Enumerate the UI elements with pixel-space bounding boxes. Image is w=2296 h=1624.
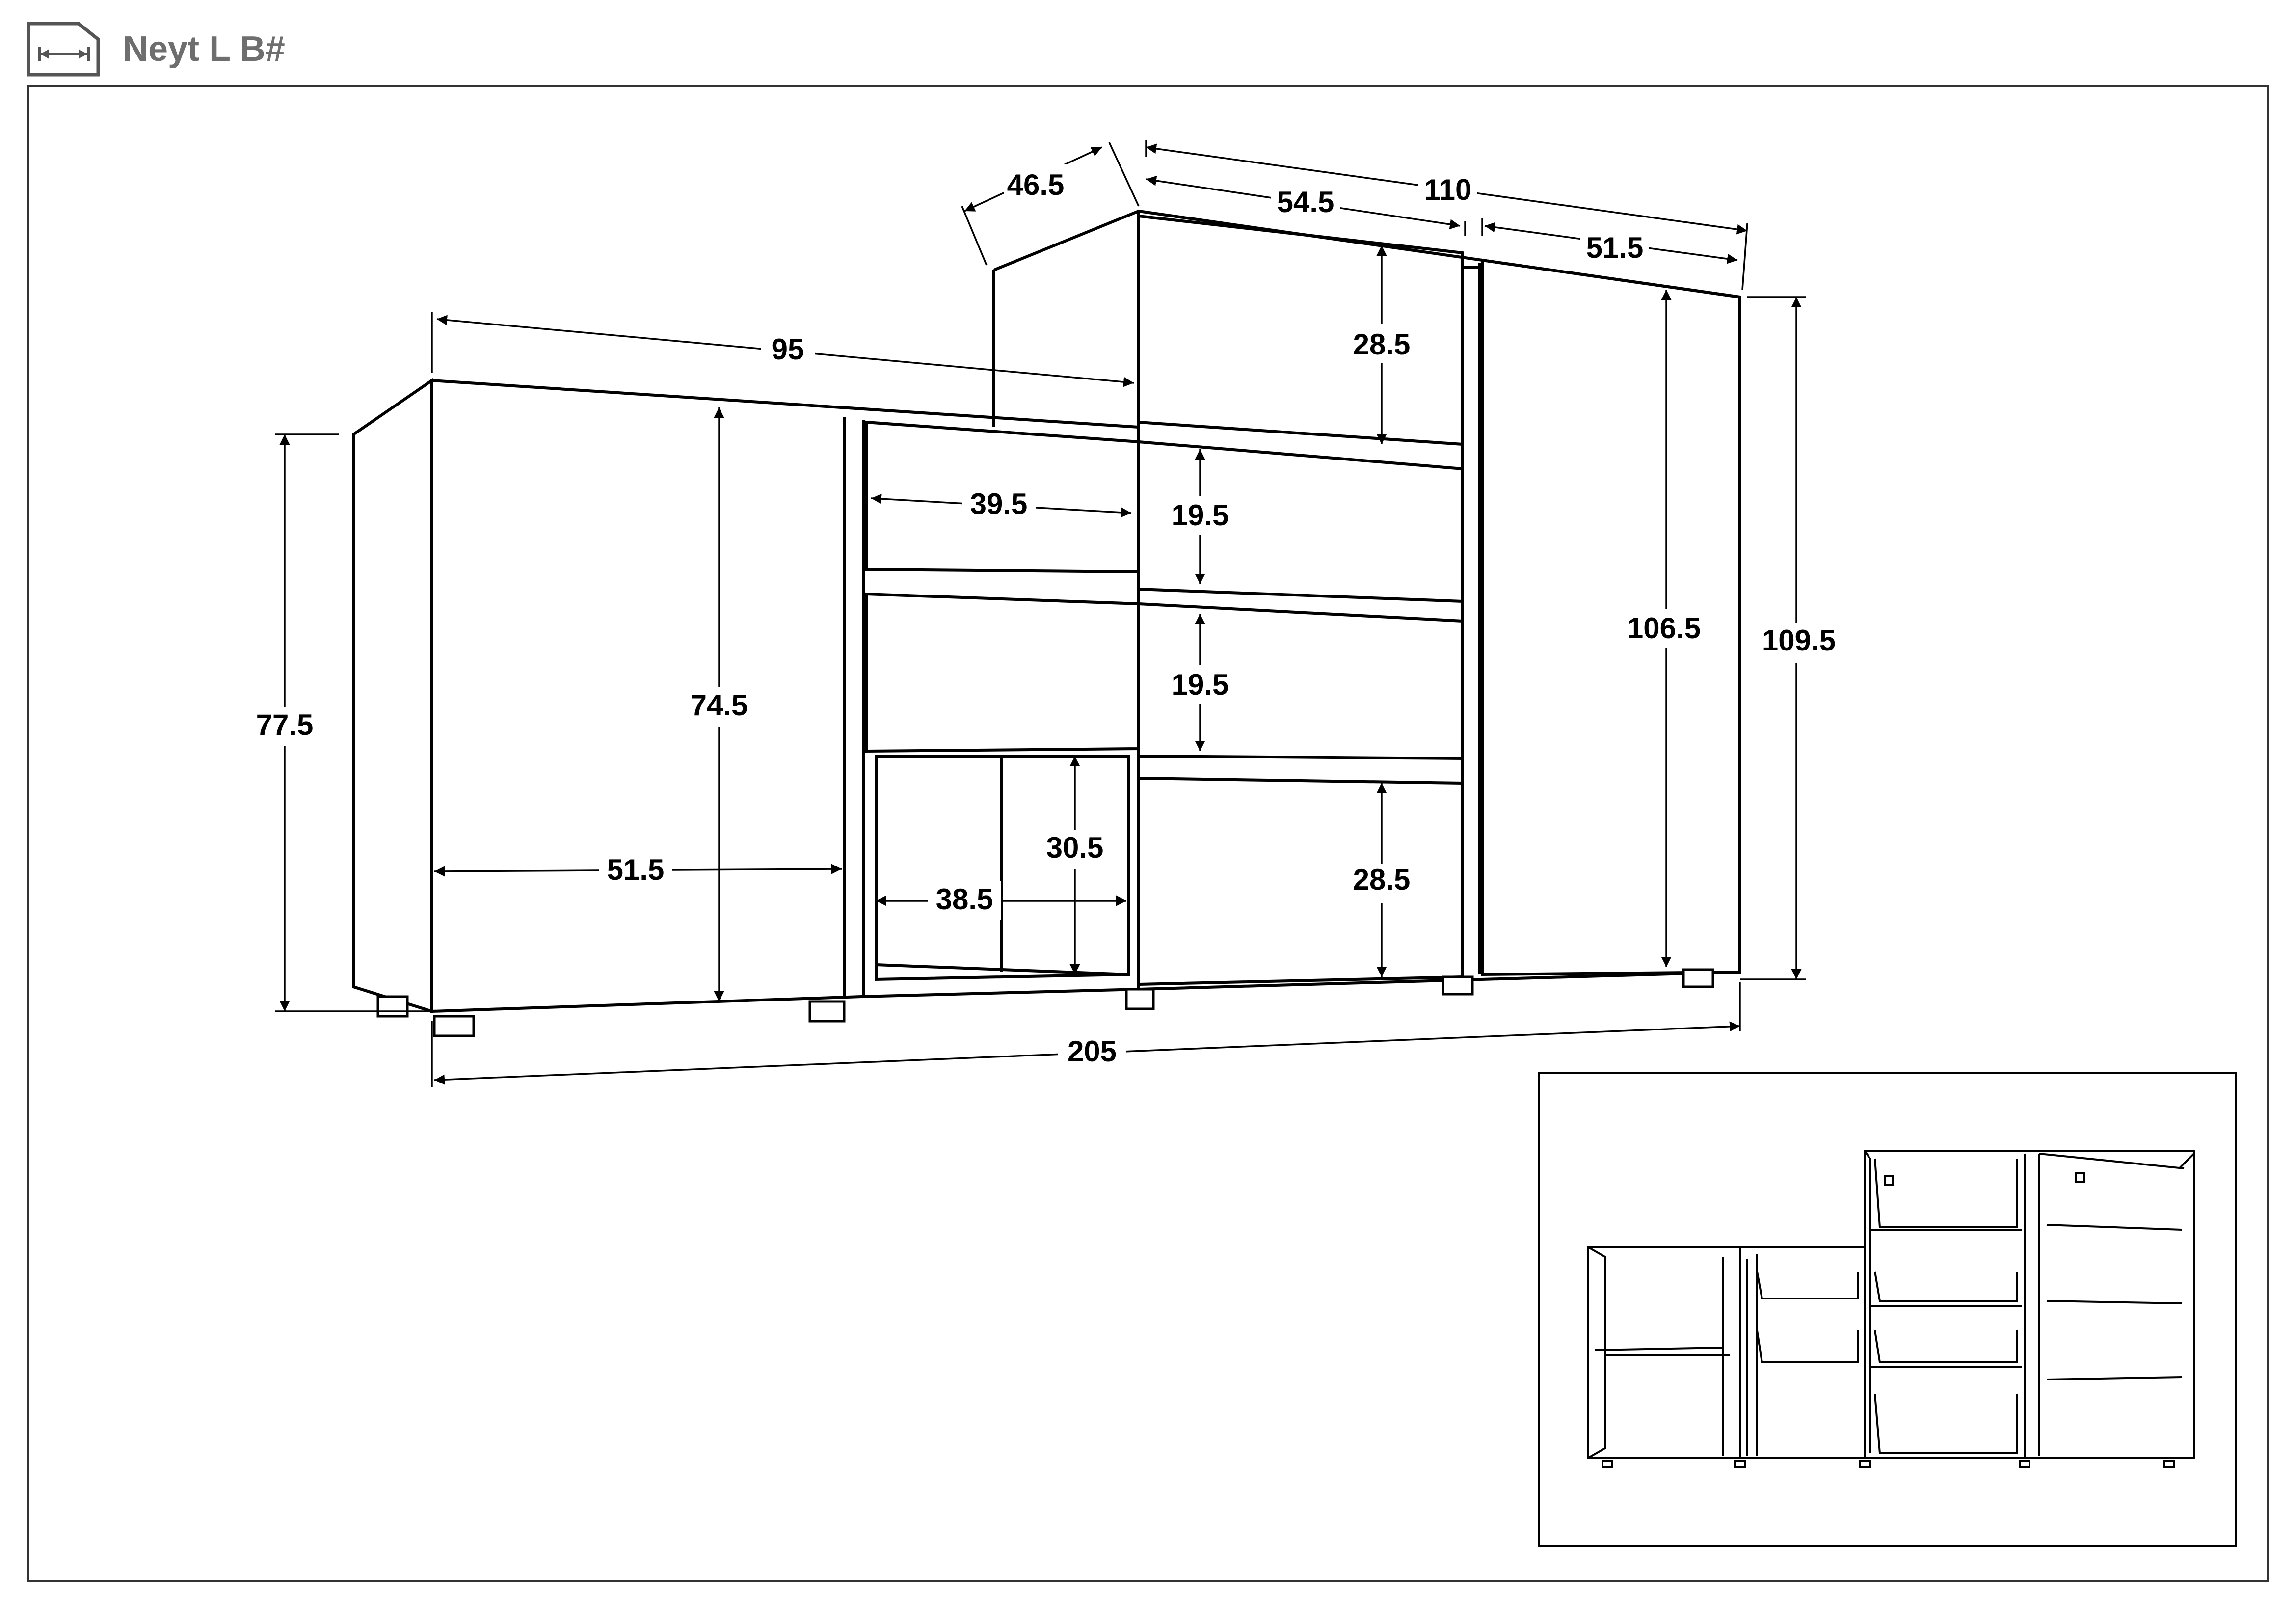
dim-right-door-height: 106.5 xyxy=(1627,612,1701,645)
dim-drawer2-height: 19.5 xyxy=(1172,499,1229,532)
dim-left-door-width: 51.5 xyxy=(607,853,665,886)
dim-top-depth: 46.5 xyxy=(1007,168,1065,201)
dim-top-drawer-height: 28.5 xyxy=(1353,328,1411,361)
dim-top-door-width: 51.5 xyxy=(1586,231,1644,264)
dim-left-height: 77.5 xyxy=(256,708,314,741)
dim-top-total-width: 110 xyxy=(1424,173,1472,206)
dim-top-drawer-width: 54.5 xyxy=(1277,186,1335,218)
dim-bottom-drawer-height: 28.5 xyxy=(1353,863,1411,896)
dimension-labels: 46.5 110 54.5 51.5 95 28.5 39.5 19.5 19.… xyxy=(248,164,1843,1073)
width-dimension-icon xyxy=(27,22,100,77)
interior-view-inset xyxy=(1538,1072,2237,1547)
dim-total-width: 205 xyxy=(1068,1035,1117,1068)
dim-open-shelf-width: 38.5 xyxy=(936,883,993,916)
dim-small-drawer-width: 39.5 xyxy=(970,487,1028,520)
page-title: Neyt L B# xyxy=(123,29,285,69)
dim-left-door-height: 74.5 xyxy=(691,689,748,722)
dimension-lines xyxy=(275,140,1806,1087)
dim-drawer3-height: 19.5 xyxy=(1172,668,1229,701)
drawing-frame xyxy=(27,85,2269,1582)
sideboard-outline xyxy=(352,209,1741,1014)
dim-total-height: 109.5 xyxy=(1762,624,1836,657)
dim-low-body-width: 95 xyxy=(772,333,804,366)
dim-open-shelf-height: 30.5 xyxy=(1046,831,1104,864)
header: Neyt L B# xyxy=(25,15,285,83)
